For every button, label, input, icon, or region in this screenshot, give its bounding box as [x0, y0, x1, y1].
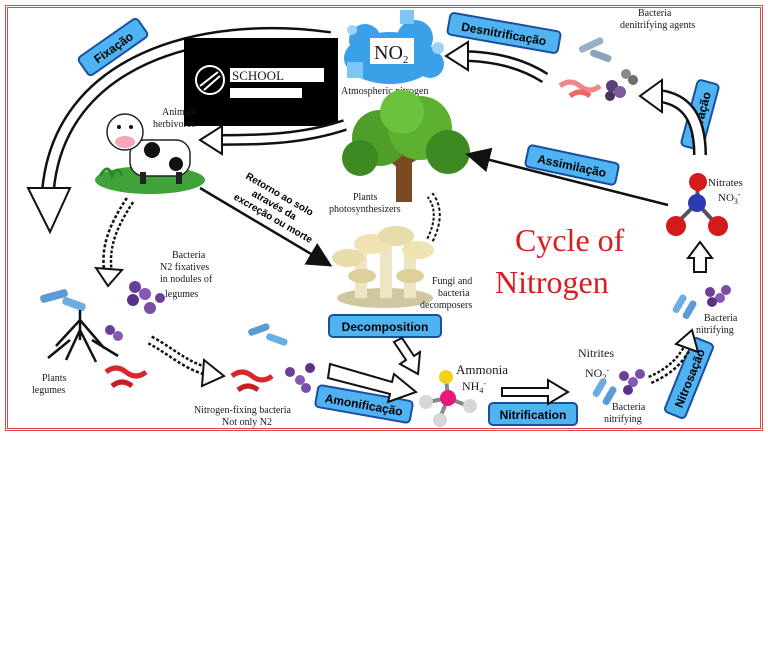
title-line2: Nitrogen: [495, 264, 609, 300]
fixatives-label-4: legumes: [165, 289, 198, 300]
denitrification-arrow: [444, 40, 549, 84]
tag-decomposition: Decomposition: [328, 314, 442, 338]
nfix-bacteria-image: [230, 323, 315, 393]
plants-label-1: Plants: [353, 192, 378, 203]
nfix-label-2: Not only N2: [222, 417, 272, 428]
nitrifying-r-label-2: nitrifying: [696, 325, 734, 336]
tag-nitrification-label: Nitrification: [500, 408, 567, 422]
diagram-title: Cycle of Nitrogen: [495, 222, 625, 300]
fixatives-label-2: N2 fixatives: [160, 262, 209, 273]
nitracao-arrow: [638, 78, 707, 156]
animals-label-2: herbivores: [153, 119, 195, 130]
nitrites-label-2: NO2-: [585, 366, 609, 382]
title-line1: Cycle of: [515, 222, 625, 258]
ammonia-label-1: Ammonia: [456, 362, 508, 377]
nitrifying-bacteria-right-image: [672, 285, 731, 320]
nitrites-label-1: Nitrites: [578, 346, 614, 360]
nitrosacao-arrow: [648, 328, 700, 385]
tag-decomposition-label: Decomposition: [342, 320, 429, 334]
fixatives-label-1: Bacteria: [172, 250, 206, 261]
mushrooms-image: [332, 226, 434, 308]
assimilacao-arrow: [465, 147, 669, 207]
fungi-label-3: decomposers: [420, 300, 472, 311]
ammonia-label-2: NH4-: [462, 379, 486, 395]
decomposition-arrow: [392, 336, 422, 376]
no2-label: NO2: [374, 42, 408, 66]
tag-assimilacao: Assimilação: [524, 144, 620, 186]
retorno-arrow: [199, 186, 333, 267]
nfix-label-1: Nitrogen-fixing bacteria: [194, 405, 291, 416]
school-logo: SCHOOL: [184, 38, 338, 126]
denitrifying-label-1: Bacteria: [638, 8, 672, 19]
ammonia-molecule-image: [419, 370, 477, 427]
fixative-bacteria-image: [127, 281, 165, 314]
denitrifying-bacteria-image: [558, 37, 638, 101]
atmospheric-cloud: NO2 Atmospheric nitrogen: [341, 10, 444, 97]
fixacao-arrow: [26, 26, 331, 235]
fungi-to-tree-arrow: [426, 192, 441, 242]
amonificacao-arrow: [326, 362, 419, 404]
roots-to-nfix-arrow: [147, 335, 226, 388]
nitrifying-b-label-1: Bacteria: [612, 402, 646, 413]
nitrifying-b-label-2: nitrifying: [604, 414, 642, 425]
nitrifying-bacteria-bottom-image: [592, 369, 645, 406]
nitrates-label-1: Nitrates: [708, 177, 743, 189]
nitrate-molecule-image: [666, 173, 728, 236]
tree-image: [342, 90, 470, 202]
nitrification-arrow: [501, 378, 570, 406]
animals-to-roots-arrow: [94, 197, 135, 288]
plants-to-animals-arrow: [198, 119, 347, 156]
atmospheric-label: Atmospheric nitrogen: [341, 86, 428, 97]
legumes-label-2: legumes: [32, 385, 65, 396]
plants-label-2: photosynthesizers: [329, 204, 401, 215]
denitrifying-label-2: denitrifying agents: [620, 20, 695, 31]
legumes-label-1: Plants: [42, 373, 67, 384]
to-nitrates-arrow: [686, 240, 714, 273]
school-label: SCHOOL: [232, 68, 284, 83]
tag-nitrification: Nitrification: [488, 402, 578, 426]
fungi-label-2: bacteria: [438, 288, 470, 299]
animals-label-1: Animals: [162, 107, 196, 118]
legume-roots-image: [40, 289, 148, 389]
fungi-label-1: Fungi and: [432, 276, 472, 287]
fixatives-label-3: in nodules of: [160, 274, 213, 285]
cow-image: [95, 113, 205, 194]
nitrates-label-2: NO3-: [718, 190, 741, 206]
nitrifying-r-label-1: Bacteria: [704, 313, 738, 324]
diagram-frame: [5, 5, 763, 431]
